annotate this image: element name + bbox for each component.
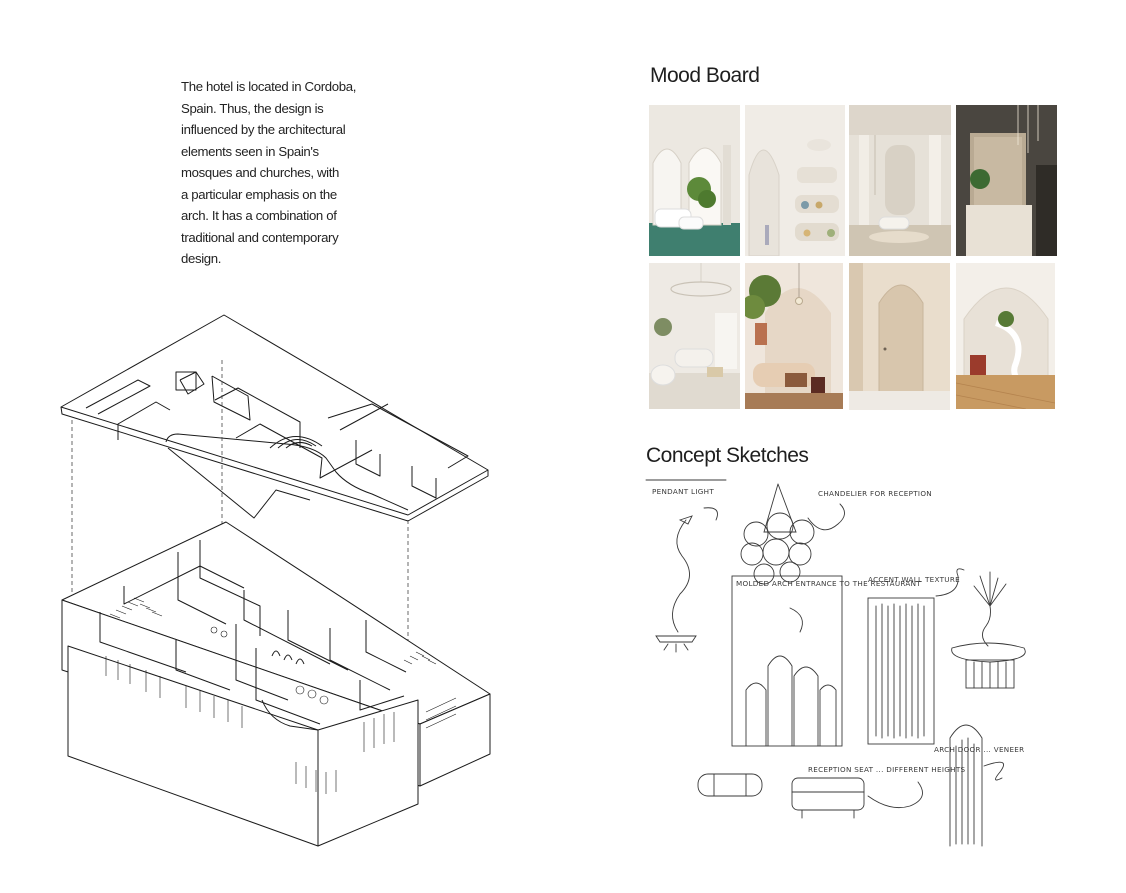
mood-photo-arched-door <box>849 263 950 410</box>
intro-line: The hotel is located in Cordoba, <box>181 79 357 94</box>
note-chandelier: CHANDELIER FOR RECEPTION <box>818 489 932 498</box>
note-arch-door: ARCH DOOR ... VENEER <box>934 745 1024 754</box>
note-accent-wall: ACCENT WALL TEXTURE <box>868 575 960 584</box>
intro-line: elements seen in Spain's <box>181 143 319 159</box>
concept-sketches-drawing: PENDANT LIGHT CHANDELIER FOR RECEPTION M… <box>645 479 1026 847</box>
upper-floor-slab <box>60 314 489 516</box>
intro-line: design. <box>181 251 222 266</box>
intro-line: arch. It has a combination of <box>181 208 337 223</box>
intro-line: mosques and churches, with <box>181 165 340 180</box>
mood-board-title: Mood Board <box>650 64 760 87</box>
intro-line: Spain. Thus, the design is <box>181 100 324 116</box>
sketch-notes: PENDANT LIGHT CHANDELIER FOR RECEPTION M… <box>652 487 1024 774</box>
mood-photo-columns-lounge <box>849 105 951 256</box>
mood-photo-niche-shelves <box>745 105 845 256</box>
mood-photo-arched-lounge <box>649 105 740 256</box>
mood-photo-arched-staircase <box>956 263 1055 409</box>
intro-line: a particular emphasis on the <box>181 186 337 202</box>
note-pendant-light: PENDANT LIGHT <box>652 487 714 496</box>
note-reception-seat: RECEPTION SEAT ... DIFFERENT HEIGHTS <box>808 765 966 774</box>
pendant-cord-sketch <box>672 519 690 633</box>
mood-photo-arched-dining-nook <box>745 263 843 409</box>
mood-photo-reception-desk <box>956 105 1057 256</box>
exploded-axonometric-drawing <box>60 314 491 847</box>
note-arch-entrance: MOLDED ARCH ENTRANCE TO THE RESTAURANT <box>736 579 921 588</box>
intro-paragraph: The hotel is located in Cordoba, Spain. … <box>181 76 381 270</box>
mood-photo-ring-pendant-lounge <box>649 263 740 409</box>
concept-sketches-title: Concept Sketches <box>646 444 809 467</box>
intro-line: traditional and contemporary <box>181 229 339 245</box>
intro-line: influenced by the architectural <box>181 122 346 137</box>
